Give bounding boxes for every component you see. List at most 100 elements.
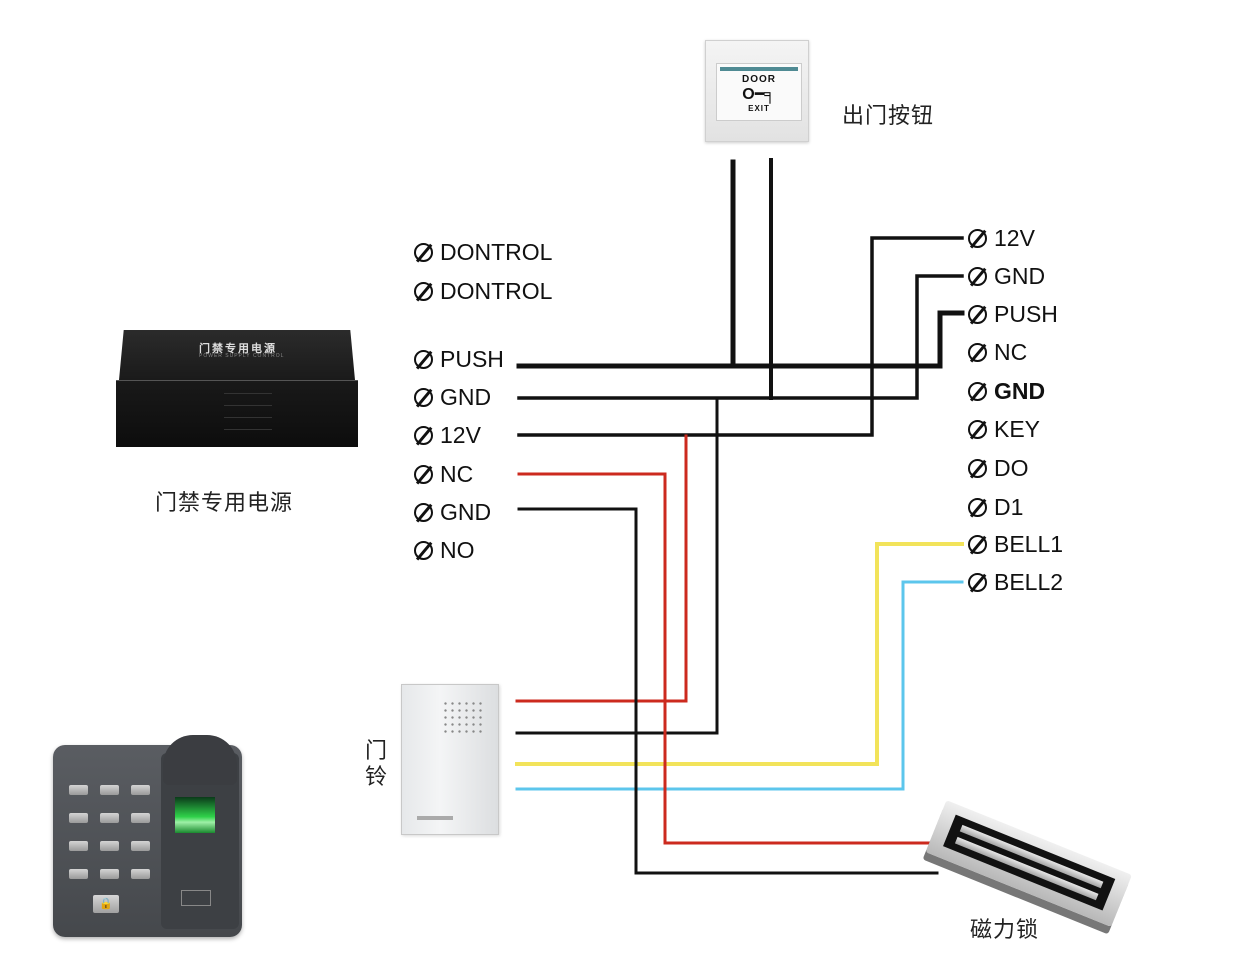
fingerprint-reader-device: 🔒 <box>53 735 242 937</box>
screw-terminal-icon <box>968 459 987 478</box>
keypad-key <box>69 785 88 795</box>
vent-slot <box>224 393 272 394</box>
screw-terminal-icon <box>414 541 433 560</box>
doorbell-brand-label <box>417 816 453 820</box>
speaker-grill <box>442 700 486 736</box>
power-supply-label: 门禁专用电源 <box>155 491 294 516</box>
wire-gnd <box>517 274 964 400</box>
power-supply-top: 门禁专用电源 POWER SUPPLY CONTROL <box>119 330 355 380</box>
screw-terminal-icon <box>414 426 433 445</box>
terminal-label: DO <box>994 455 1029 481</box>
power-supply-device-subtitle: POWER SUPPLY CONTROL <box>199 353 285 359</box>
doorbell-label-line2: 铃 <box>365 765 389 790</box>
wire-gnd-maglock <box>517 507 939 875</box>
wire-bell2 <box>515 580 964 791</box>
screw-terminal-icon <box>414 282 433 301</box>
screw-terminal-icon <box>968 382 987 401</box>
terminal-label: KEY <box>994 416 1041 442</box>
keypad-key <box>69 841 88 851</box>
vent-slot <box>224 417 272 418</box>
exit-button-exit-text: EXIT <box>748 104 770 113</box>
keypad-key <box>100 841 119 851</box>
ctrl-terminal-nc: NC <box>968 341 1027 364</box>
psu-terminal-nc: NC <box>414 463 473 486</box>
terminal-label: NO <box>440 537 475 563</box>
vent-slot <box>224 429 272 430</box>
ctrl-terminal-d1: D1 <box>968 496 1023 519</box>
terminal-label: DONTROL <box>440 278 553 304</box>
psu-terminal-gnd: GND <box>414 386 491 409</box>
keypad-key <box>69 813 88 823</box>
ctrl-terminal-gnd: GND <box>968 265 1045 288</box>
wire-12v-doorbell <box>515 434 688 703</box>
power-supply-front <box>116 380 358 447</box>
terminal-label: 12V <box>994 225 1035 251</box>
screw-terminal-icon <box>414 243 433 262</box>
keypad-key <box>69 869 88 879</box>
screw-terminal-icon <box>414 350 433 369</box>
screw-terminal-icon <box>968 420 987 439</box>
screw-terminal-icon <box>968 535 987 554</box>
keypad-key <box>131 869 150 879</box>
psu-terminal-dontrol-1: DONTROL <box>414 241 552 264</box>
wire-push <box>516 310 965 369</box>
ctrl-terminal-bell2: BELL2 <box>968 571 1063 594</box>
ctrl-terminal-bell1: BELL1 <box>968 533 1063 556</box>
power-supply-device: 门禁专用电源 POWER SUPPLY CONTROL <box>113 330 361 448</box>
terminal-label: DONTROL <box>440 239 553 265</box>
keypad-key <box>131 813 150 823</box>
wire-12v <box>517 236 964 437</box>
keypad-key <box>131 841 150 851</box>
screw-terminal-icon <box>968 498 987 517</box>
screw-terminal-icon <box>968 267 987 286</box>
ctrl-terminal-key: KEY <box>968 418 1040 441</box>
doorbell-label-line1: 门 <box>365 739 389 764</box>
exit-button-device: DOOR O━╕ EXIT <box>705 40 809 142</box>
vent-slot <box>224 405 272 406</box>
terminal-label: PUSH <box>994 301 1058 327</box>
exit-button-label: 出门按钮 <box>842 104 935 129</box>
keypad-key <box>100 813 119 823</box>
psu-terminal-push: PUSH <box>414 348 504 371</box>
keypad-key <box>100 785 119 795</box>
terminal-label: GND <box>440 499 492 525</box>
ctrl-terminal-do: DO <box>968 457 1029 480</box>
psu-terminal-no: NO <box>414 539 475 562</box>
key-icon: O━╕ <box>742 86 776 103</box>
terminal-label: GND <box>440 384 492 410</box>
terminal-label: D1 <box>994 494 1024 520</box>
ctrl-terminal-push: PUSH <box>968 303 1058 326</box>
terminal-label: GND <box>994 378 1046 404</box>
screw-terminal-icon <box>968 229 987 248</box>
wire-nc-maglock <box>517 472 942 845</box>
terminal-label: GND <box>994 263 1046 289</box>
screw-terminal-icon <box>414 503 433 522</box>
psu-terminal-dontrol-2: DONTROL <box>414 280 552 303</box>
lock-icon: 🔒 <box>93 895 119 913</box>
terminal-label: PUSH <box>440 346 504 372</box>
power-supply-device-title: 门禁专用电源 <box>199 343 277 355</box>
card-reader-icon <box>181 890 211 906</box>
fingerprint-hood <box>163 735 237 785</box>
wire-gnd-doorbell <box>515 396 719 735</box>
wire-bell1 <box>515 542 964 766</box>
screw-terminal-icon <box>968 305 987 324</box>
screw-terminal-icon <box>968 573 987 592</box>
screw-terminal-icon <box>414 465 433 484</box>
screw-terminal-icon <box>414 388 433 407</box>
ctrl-terminal-gnd-2: GND <box>968 380 1045 403</box>
psu-terminal-12v: 12V <box>414 424 481 447</box>
keypad-key <box>131 785 150 795</box>
ctrl-terminal-12v: 12V <box>968 227 1035 250</box>
terminal-label: BELL1 <box>994 531 1064 557</box>
terminal-label: 12V <box>440 422 481 448</box>
keypad-key <box>100 869 119 879</box>
terminal-label: BELL2 <box>994 569 1064 595</box>
terminal-label: NC <box>440 461 474 487</box>
fingerprint-sensor <box>175 797 215 833</box>
exit-button-plate: DOOR O━╕ EXIT <box>716 63 802 121</box>
doorbell-device <box>401 684 499 835</box>
terminal-label: NC <box>994 339 1028 365</box>
maglock-label: 磁力锁 <box>970 918 1040 943</box>
